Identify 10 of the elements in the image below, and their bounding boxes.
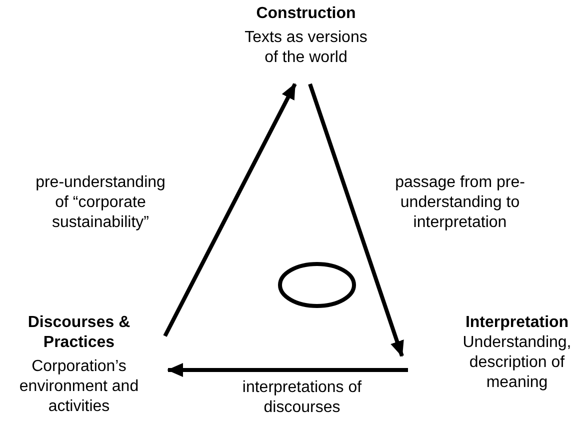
node-text: Texts as versions of the world	[244, 28, 368, 68]
oval	[278, 262, 356, 308]
arrow	[167, 363, 408, 377]
node-heading: Construction	[255, 4, 357, 24]
arrow	[308, 83, 404, 357]
arrow	[163, 83, 297, 337]
node-text: Understanding, description of meaning	[462, 333, 572, 393]
node-text: Corporation’s environment and activities	[18, 357, 140, 417]
node-heading: Discourses & Practices	[26, 313, 132, 353]
node-heading: Interpretation	[464, 313, 570, 333]
